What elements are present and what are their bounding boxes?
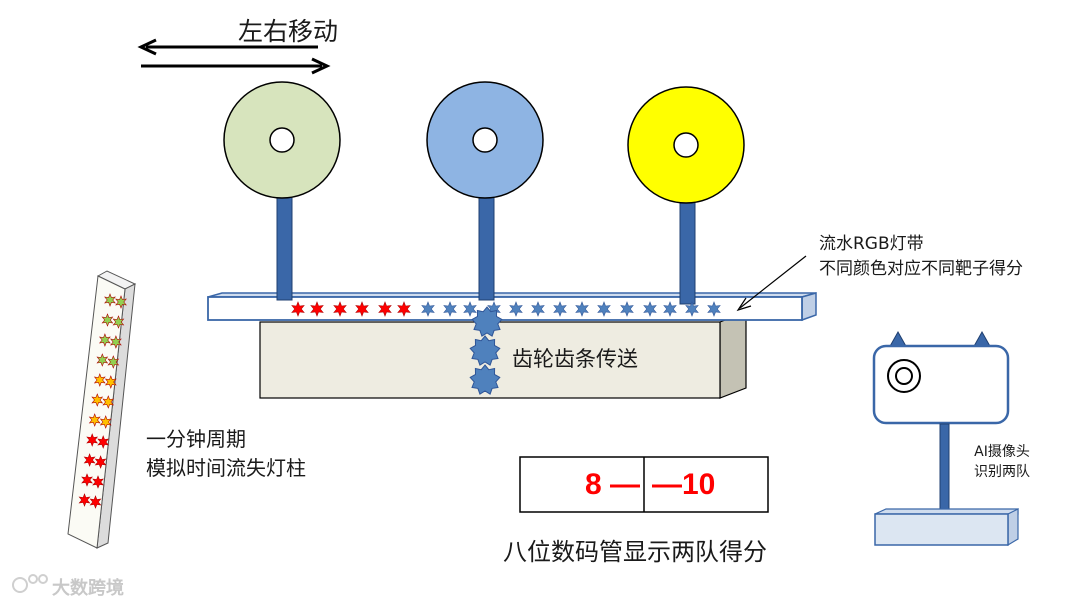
watermark-logo-icon	[12, 574, 48, 593]
star-led-icon	[597, 301, 611, 317]
star-led-icon	[397, 301, 411, 317]
star-led-icon	[96, 353, 109, 367]
gear-box	[259, 311, 747, 399]
score-team-b: —10	[652, 468, 716, 501]
star-led-icon	[104, 293, 116, 307]
star-led-icon	[333, 301, 347, 317]
camera-label: AI摄像头 识别两队	[974, 442, 1030, 482]
star-led-icon	[86, 433, 98, 447]
star-led-icon	[92, 475, 104, 489]
target-1	[223, 81, 341, 199]
strip-callout	[736, 255, 807, 312]
star-led-icon	[94, 455, 107, 469]
star-led-icon	[112, 315, 125, 329]
camera-pole	[939, 423, 950, 513]
star-led-icon	[83, 453, 96, 467]
watermark-text: 大数跨境	[52, 578, 124, 599]
star-led-icon	[78, 493, 91, 507]
star-led-icon	[531, 301, 545, 317]
score-display	[519, 456, 769, 513]
star-led-icon	[89, 495, 102, 509]
star-led-icon	[421, 301, 435, 317]
star-led-icon	[88, 413, 101, 427]
time-column	[67, 270, 137, 549]
star-led-icon	[98, 333, 111, 347]
strip-leds	[291, 301, 721, 317]
camera-label-line2: 识别两队	[974, 464, 1030, 480]
star-led-icon	[81, 473, 93, 487]
star-led-icon	[109, 335, 122, 349]
star-led-icon	[102, 395, 115, 409]
star-led-icon	[101, 313, 114, 327]
left-arrow-icon-head	[137, 38, 157, 56]
star-led-icon	[707, 301, 721, 317]
move-arrows	[137, 38, 331, 75]
gear-icon	[469, 364, 501, 395]
star-led-icon	[509, 301, 523, 317]
gear-icon	[469, 335, 501, 366]
display-label: 八位数码管显示两队得分	[503, 538, 767, 566]
gear-label: 齿轮齿条传送	[512, 347, 638, 371]
star-led-icon	[91, 393, 104, 407]
score-team-a: 8 —	[584, 468, 640, 501]
right-arrow-icon-head	[311, 57, 331, 75]
star-led-icon	[575, 301, 589, 317]
post-1	[276, 195, 293, 301]
column-label-line2: 模拟时间流失灯柱	[146, 456, 306, 480]
star-led-icon	[378, 301, 392, 317]
star-led-icon	[104, 375, 117, 389]
camera-base	[874, 513, 1009, 546]
target-3	[627, 86, 745, 204]
star-led-icon	[97, 435, 109, 449]
strip-label-line1: 流水RGB灯带	[819, 234, 924, 254]
target-posts	[276, 195, 696, 305]
star-led-icon	[310, 301, 324, 317]
star-led-icon	[685, 301, 699, 317]
star-led-icon	[107, 355, 120, 369]
strip-label: 流水RGB灯带 不同颜色对应不同靶子得分	[819, 232, 1023, 282]
target-2	[426, 81, 544, 199]
camera-label-line1: AI摄像头	[974, 444, 1030, 460]
star-led-icon	[115, 295, 127, 309]
post-3	[679, 195, 696, 305]
star-led-icon	[99, 415, 112, 429]
star-led-icon	[291, 301, 305, 317]
column-label-line1: 一分钟周期	[146, 427, 246, 451]
star-led-icon	[463, 301, 477, 317]
star-led-icon	[663, 301, 677, 317]
star-led-icon	[355, 301, 369, 317]
star-led-icon	[553, 301, 567, 317]
star-led-icon	[643, 301, 657, 317]
gear-train	[469, 306, 503, 395]
post-2	[478, 195, 495, 301]
column-label: 一分钟周期 模拟时间流失灯柱	[146, 425, 306, 483]
column-leds	[78, 293, 127, 509]
star-led-icon	[620, 301, 634, 317]
rgb-led-strip	[207, 292, 817, 322]
star-led-icon	[93, 373, 106, 387]
star-led-icon	[443, 301, 457, 317]
gear-icon	[471, 306, 503, 337]
ai-camera	[872, 330, 1019, 547]
move-label: 左右移动	[238, 17, 339, 46]
camera-lens-icon	[887, 359, 921, 393]
strip-label-line2: 不同颜色对应不同靶子得分	[819, 259, 1023, 279]
